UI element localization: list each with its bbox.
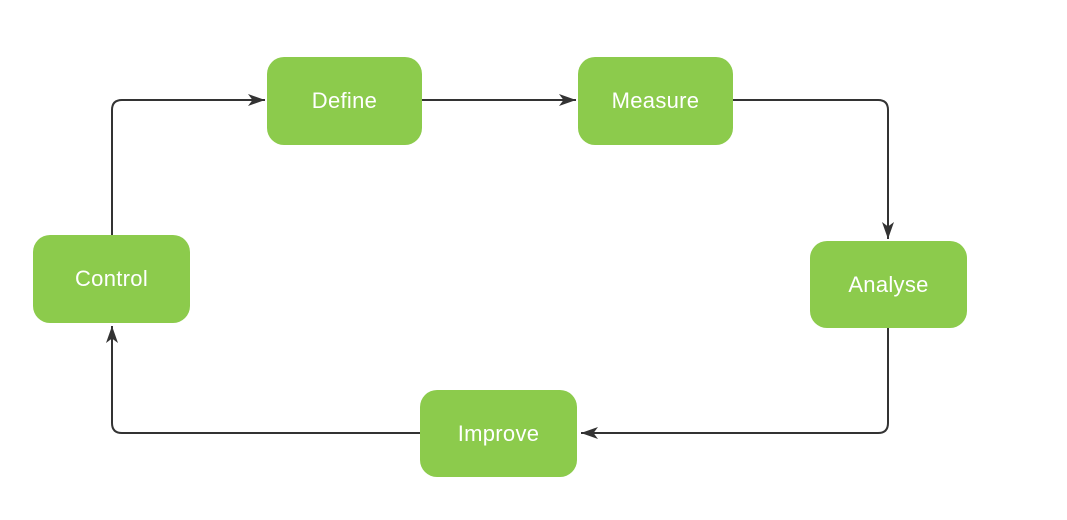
node-analyse-label: Analyse [848, 271, 929, 297]
node-control: Control [33, 235, 190, 323]
node-measure-label: Measure [611, 88, 700, 113]
node-measure: Measure [578, 57, 733, 145]
node-define-label: Define [311, 88, 378, 113]
edge-improve-to-control [106, 326, 420, 434]
edge-measure-to-analyse [733, 99, 894, 239]
node-analyse: Analyse [810, 241, 967, 328]
edge-control-to-define [111, 94, 265, 235]
node-improve-label: Improve [457, 420, 540, 446]
node-define: Define [267, 57, 422, 145]
node-improve: Improve [420, 390, 577, 477]
node-control-label: Control [74, 266, 149, 291]
edge-analyse-to-improve [581, 328, 889, 439]
